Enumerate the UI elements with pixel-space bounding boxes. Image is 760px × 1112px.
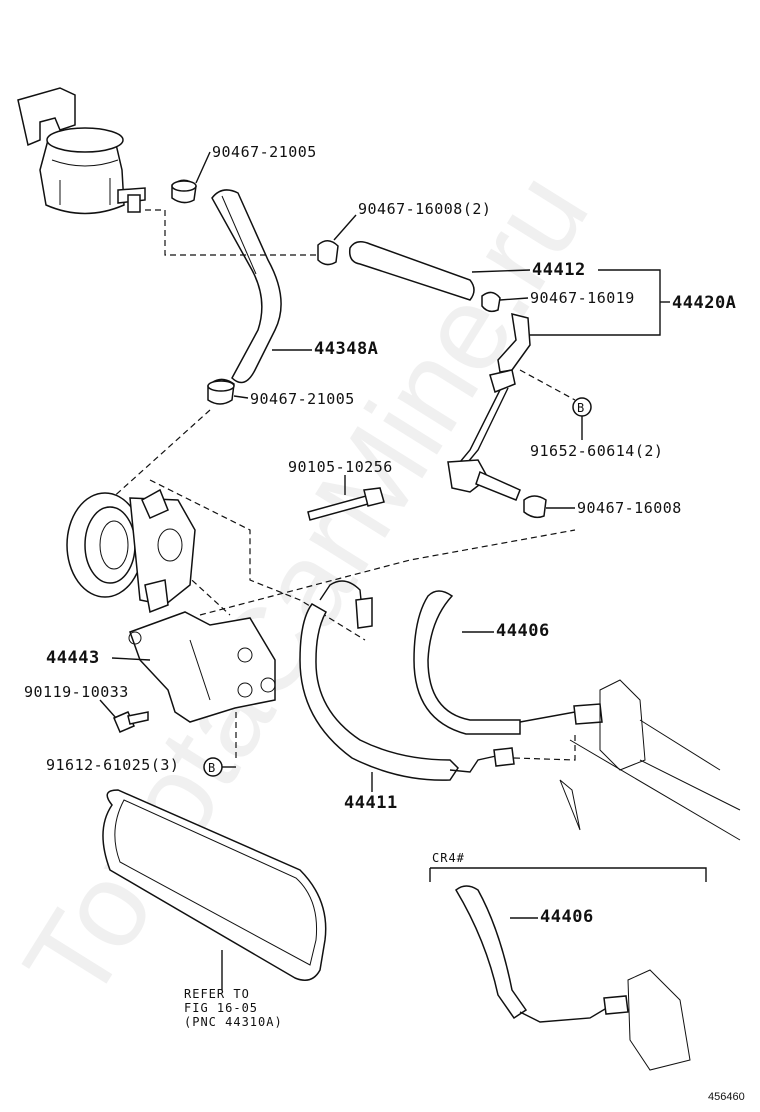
label-91612-61025: 91612-61025(3) [46,756,179,774]
label-44411: 44411 [344,793,398,813]
return-hose-44406[interactable] [413,590,603,735]
label-90467-16008-2: 90467-16008(2) [358,200,491,218]
label-44412: 44412 [532,260,586,280]
hose-44348a[interactable] [211,189,282,384]
label-91652-60614: 91652-60614(2) [530,442,663,460]
clamp-90467-16019[interactable] [481,291,501,313]
ref-line3: (PNC 44310A) [184,1015,283,1029]
clamp-90467-16008[interactable] [523,495,547,519]
steering-gear [559,679,741,841]
clamp-90467-16008-2[interactable] [317,240,339,266]
clamp-90467-21005-mid[interactable] [207,378,235,405]
clamp-90467-21005-top[interactable] [171,179,197,204]
bolt-90119-10033[interactable] [113,711,149,733]
bracket-44443[interactable] [128,611,276,723]
label-44443: 44443 [46,648,100,668]
bolt-90105-10256[interactable] [307,487,385,521]
marker-b2-text: B [208,761,216,775]
marker-b-91652: B [572,397,592,417]
ref-line2: FIG 16-05 [184,1001,258,1015]
marker-b-text: B [577,401,585,415]
drive-belt[interactable] [102,789,327,981]
figure-number: 456460 [708,1091,745,1103]
return-tube-44420a[interactable] [447,312,531,501]
label-44420a: 44420A [672,293,736,313]
power-steering-pump[interactable] [66,488,196,614]
steering-gear-cr4 [627,969,691,1071]
label-90467-21005-top: 90467-21005 [212,143,317,161]
marker-b-91612: B [203,757,223,777]
label-44406-cr4: 44406 [540,907,594,927]
reservoir-tank [17,87,146,215]
pressure-hose-44411[interactable] [299,580,515,781]
hose-44412[interactable] [348,241,475,301]
label-cr4: CR4# [432,851,465,865]
label-44406-main: 44406 [496,621,550,641]
label-90467-16019: 90467-16019 [530,289,635,307]
label-90467-21005-mid: 90467-21005 [250,390,355,408]
ref-line1: REFER TO [184,987,250,1001]
label-90119-10033: 90119-10033 [24,683,129,701]
label-44348a: 44348A [314,339,378,359]
label-90105-10256: 90105-10256 [288,458,393,476]
label-90467-16008: 90467-16008 [577,499,682,517]
return-hose-44406-cr4[interactable] [455,885,629,1023]
